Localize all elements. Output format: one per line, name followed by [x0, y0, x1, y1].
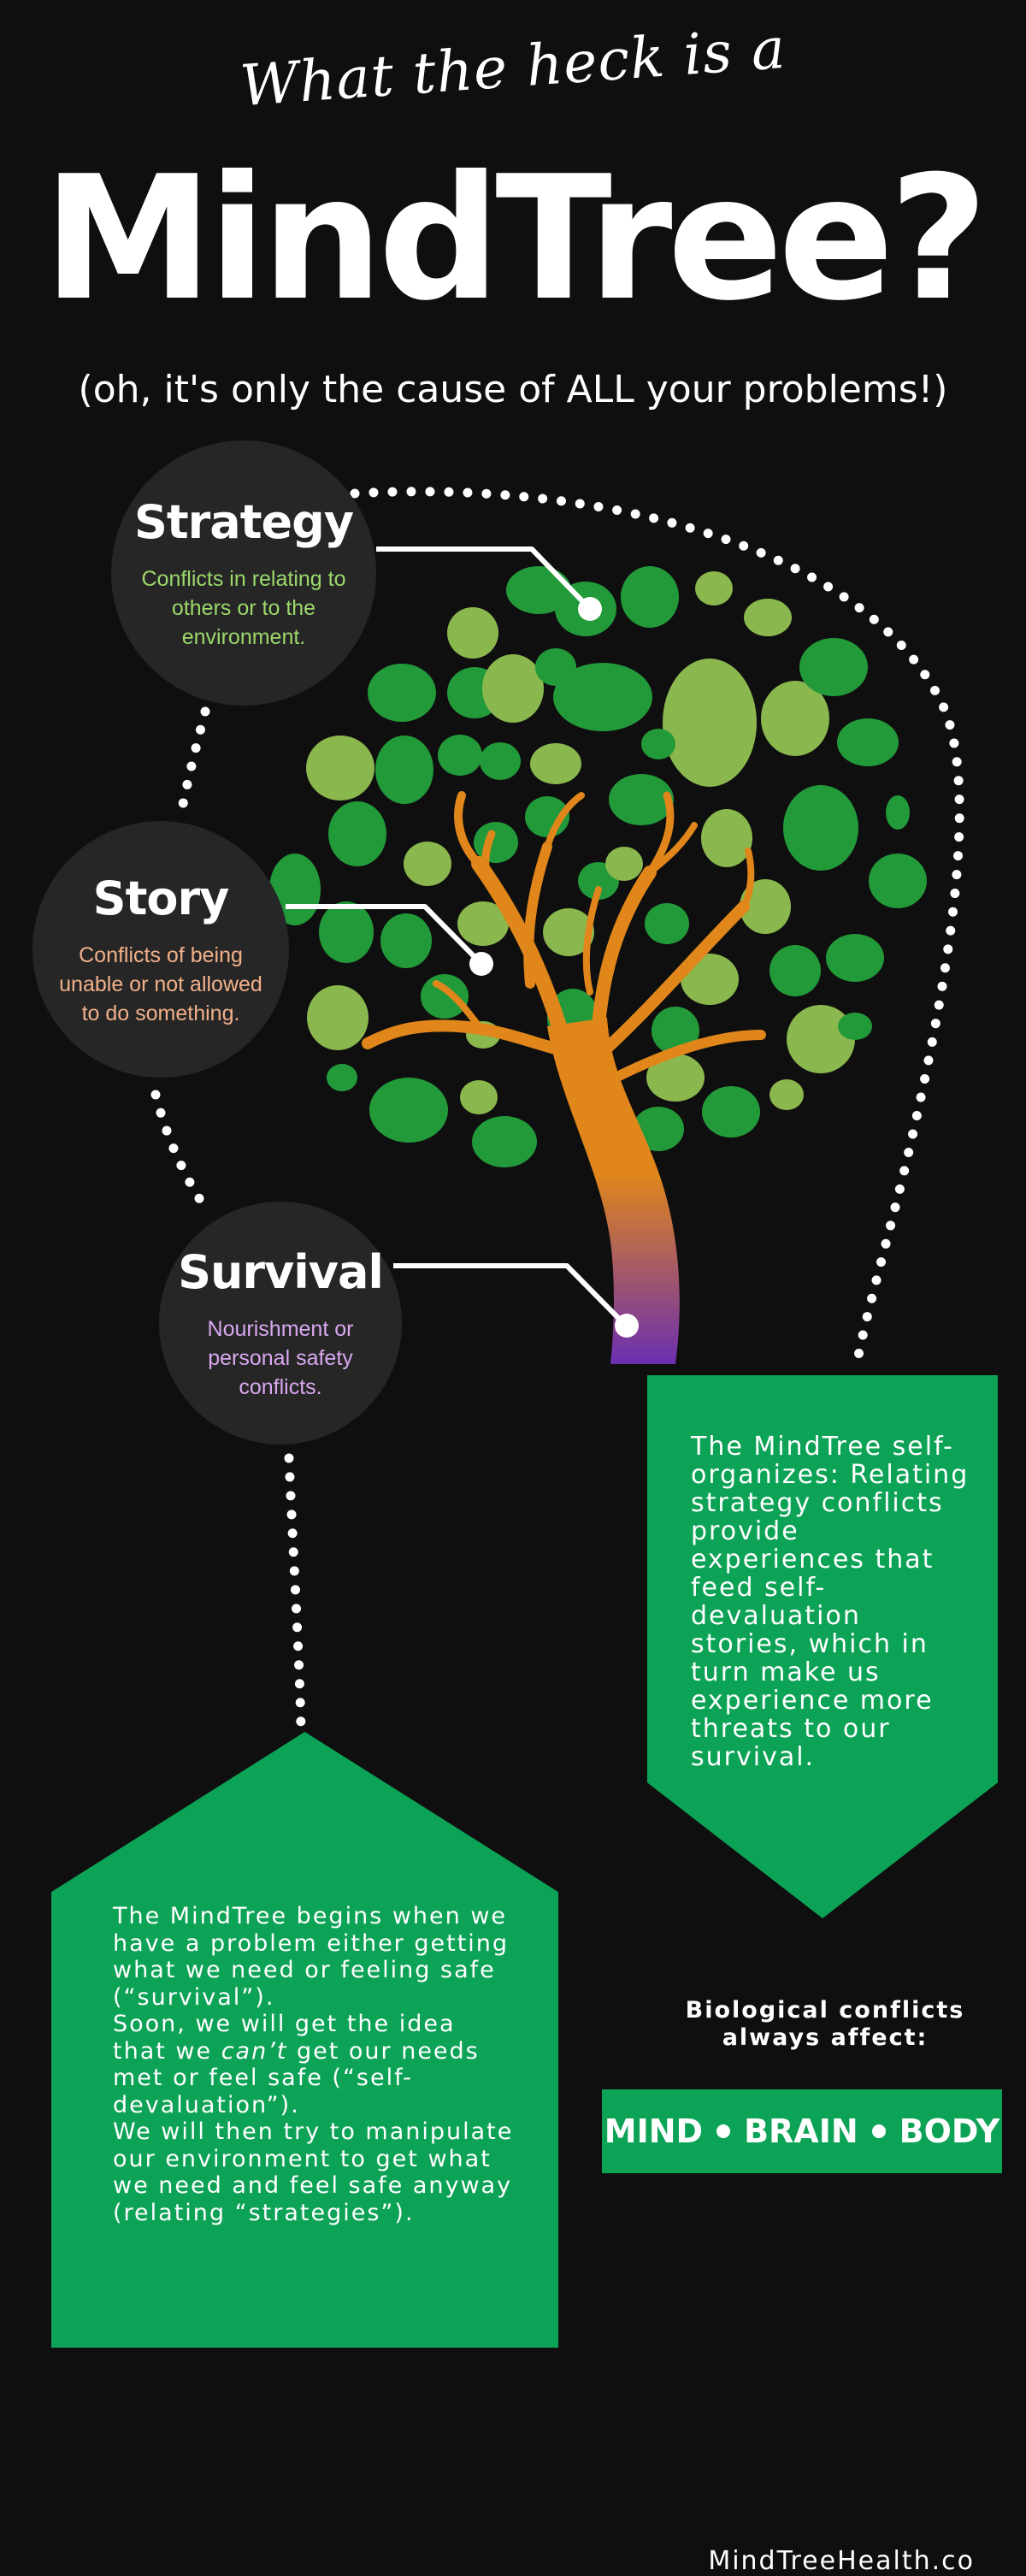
begins-line-survival: The MindTree begins when we have a probl… [113, 1903, 510, 2011]
mindtree-begins-text: The MindTree begins when we have a probl… [113, 1903, 515, 2226]
bullet-dot-icon [716, 2124, 731, 2138]
dotted-connector-story-survival [150, 1090, 210, 1213]
bio-item-brain: BRAIN [744, 2112, 858, 2150]
bio-item-body: BODY [899, 2112, 1000, 2150]
connector-story [286, 904, 484, 966]
connector-survival [393, 1263, 627, 1326]
page-title: MindTree? [43, 139, 988, 339]
bio-item-mind: MIND [604, 2112, 704, 2150]
self-organizes-text: The MindTree self-organizes: Relating st… [691, 1432, 970, 1772]
survival-title: Survival [178, 1244, 384, 1299]
connector-strategy-dot [578, 597, 602, 621]
dotted-outline-head [350, 487, 964, 1370]
connector-strategy [376, 547, 593, 612]
begins-line-self-devaluation: Soon, we will get the idea that we can’t… [113, 2011, 480, 2118]
connector-story-dot [469, 952, 493, 976]
connector-survival-dot [615, 1314, 639, 1338]
emphasis-cant: can’t [221, 2037, 288, 2065]
bio-heading: Biological conflicts always affect: [685, 1997, 965, 2051]
footer-website: MindTreeHealth.co [708, 2546, 975, 2576]
begins-line-strategies: We will then try to manipulate our envir… [113, 2118, 514, 2226]
strategy-title: Strategy [133, 494, 354, 549]
dotted-connector-survival-box [284, 1453, 306, 1733]
dotted-connector-strategy-story [176, 706, 210, 818]
tree-leaves [269, 566, 927, 1167]
story-title: Story [92, 871, 230, 925]
survival-circle: Survival Nourishment or personal safety … [159, 1202, 402, 1445]
story-circle: Story Conflicts of being unable or not a… [32, 821, 289, 1078]
page-subtitle: (oh, it's only the cause of ALL your pro… [78, 368, 948, 411]
strategy-circle: Strategy Conflicts in relating to others… [111, 440, 376, 706]
mind-brain-body-bar: MIND BRAIN BODY [602, 2089, 1002, 2173]
story-description: Conflicts of being unable or not allowed… [59, 942, 262, 1025]
survival-description: Nourishment or personal safety conflicts… [207, 1316, 354, 1399]
strategy-description: Conflicts in relating to others or to th… [141, 566, 346, 649]
tree-trunk [362, 791, 766, 1364]
bullet-dot-icon [871, 2124, 886, 2138]
